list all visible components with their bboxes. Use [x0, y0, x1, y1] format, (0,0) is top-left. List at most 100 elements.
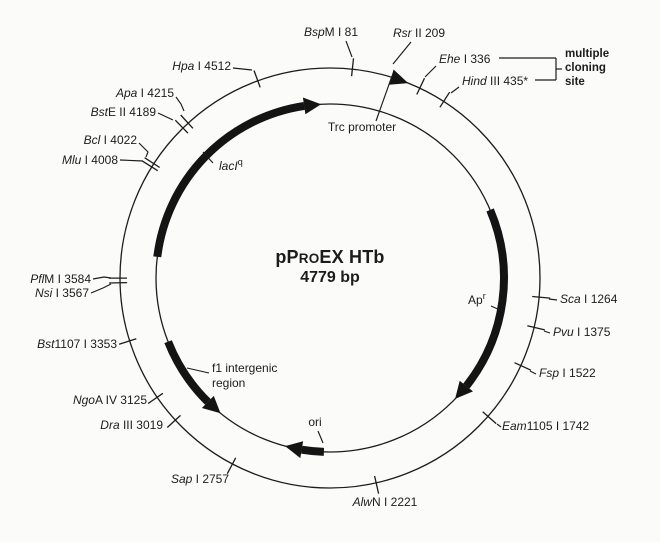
- site-label: NgoA IV 3125: [73, 393, 147, 407]
- label-text: I 4512: [194, 59, 231, 73]
- site-fsp: Fsp I 1522: [514, 362, 596, 380]
- leader-line: [345, 40, 353, 58]
- leader-line: [202, 151, 214, 164]
- tick-mark: [350, 58, 355, 77]
- site-label: PflM I 3584: [30, 272, 91, 286]
- site-label: Ehe I 336: [439, 52, 491, 66]
- site-label: Hpa I 4512: [172, 59, 231, 73]
- tick-mark: [174, 119, 189, 134]
- label-text: Fsp: [539, 366, 559, 380]
- tick-mark: [147, 392, 164, 405]
- feature-arc: [301, 445, 325, 456]
- label-text: Ap: [468, 293, 483, 307]
- feature-apr: Apr: [455, 208, 508, 399]
- site-eam: Eam1105 I 1742: [482, 411, 590, 433]
- label-text: I 4215: [137, 86, 174, 100]
- site-hind: Hind III 435*: [439, 74, 528, 108]
- site-label: Nsi I 3567: [35, 286, 89, 300]
- tick-mark: [166, 414, 181, 428]
- feature-arrowhead: [285, 441, 304, 459]
- plasmid-name-suffix: EX HTb: [319, 247, 385, 267]
- tick-mark: [482, 411, 497, 425]
- label-text: Sap: [171, 472, 193, 486]
- leader-line: [317, 430, 324, 444]
- plasmid-name-prefix: pP: [275, 247, 299, 267]
- mcs-label: multiple cloning site: [565, 47, 609, 89]
- tick-mark: [226, 457, 237, 475]
- label-text: Bst: [91, 105, 109, 119]
- label-text: 1107 I 3353: [54, 337, 117, 351]
- label-text: I 3567: [52, 286, 89, 300]
- label-text: Sca: [560, 292, 581, 306]
- feature-arrowhead: [302, 97, 322, 115]
- label-text: I 1522: [559, 366, 596, 380]
- site-label: Pvu I 1375: [553, 325, 611, 339]
- site-label: Apa I 4215: [115, 86, 174, 100]
- mcs-label-line: site: [565, 76, 585, 88]
- leader-line: [90, 283, 112, 294]
- site-pflm: PflM I 3584: [30, 272, 127, 286]
- feature-ori: ori: [285, 415, 325, 459]
- label-text: M I 3584: [44, 272, 91, 286]
- site-apa: Apa I 4215: [115, 86, 194, 129]
- label-text: III 3019: [120, 418, 164, 432]
- label-text: A IV 3125: [95, 393, 147, 407]
- label-text: Bcl: [84, 133, 101, 147]
- feature-label: ori: [308, 415, 321, 429]
- feature-arc: [153, 101, 305, 258]
- leader-line: [450, 86, 460, 94]
- plasmid-name: pPROEX HTb: [0, 247, 660, 268]
- tick-mark: [527, 325, 545, 331]
- feature-label: region: [212, 376, 245, 390]
- site-label: BspM I 81: [304, 25, 358, 39]
- site-label: Fsp I 1522: [539, 366, 596, 380]
- site-hpa: Hpa I 4512: [172, 59, 261, 88]
- feature-label: lacIq: [219, 157, 243, 173]
- tick-mark: [118, 338, 137, 345]
- leader-line: [175, 96, 185, 112]
- site-mlu: Mlu I 4008: [62, 153, 159, 172]
- leader-line: [119, 159, 144, 162]
- leader-line: [157, 112, 174, 121]
- leader-line: [138, 142, 149, 158]
- label-text: lacI: [219, 159, 238, 173]
- site-pvu: Pvu I 1375: [527, 325, 611, 339]
- site-ngo: NgoA IV 3125: [73, 392, 164, 407]
- leader-line: [548, 298, 558, 301]
- label-text: Ngo: [73, 393, 95, 407]
- site-bste: BstE II 4189: [91, 105, 189, 134]
- label-text: Hind: [462, 74, 487, 88]
- label-text: I 1375: [574, 325, 611, 339]
- superscript-text: r: [483, 291, 486, 301]
- label-text: Dra: [100, 418, 120, 432]
- label-text: Hpa: [172, 59, 194, 73]
- label-text: I 336: [460, 52, 490, 66]
- tick-mark: [514, 362, 532, 371]
- site-rsr: Rsr II 209: [392, 26, 446, 65]
- label-text: Pvu: [553, 325, 574, 339]
- site-label: Eam1105 I 1742: [502, 419, 590, 433]
- label-text: Eam: [502, 419, 527, 433]
- label-text: Mlu: [62, 153, 82, 167]
- site-dra: Dra III 3019: [100, 414, 181, 432]
- label-text: Trc promoter: [328, 120, 396, 134]
- tick-mark: [439, 91, 451, 108]
- plasmid-size: 4779 bp: [300, 269, 360, 286]
- tick-mark: [180, 114, 194, 129]
- site-bst1107: Bst1107 I 3353: [37, 337, 137, 351]
- mcs-label-line: multiple: [565, 48, 610, 60]
- label-text: region: [212, 376, 245, 390]
- label-text: M I 81: [325, 25, 359, 39]
- site-label: AlwN I 2221: [352, 495, 418, 509]
- label-text: 1105 I 1742: [527, 419, 590, 433]
- site-label: BstE II 4189: [91, 105, 157, 119]
- label-text: II 209: [412, 26, 446, 40]
- site-label: Sap I 2757: [171, 472, 229, 486]
- feature-label: Trc promoter: [328, 120, 396, 134]
- site-alwn: AlwN I 2221: [352, 475, 418, 509]
- feature-trc: Trc promoter: [328, 69, 409, 134]
- leader-line: [375, 75, 393, 122]
- leader-line: [496, 423, 502, 428]
- site-nsi: Nsi I 3567: [35, 281, 128, 300]
